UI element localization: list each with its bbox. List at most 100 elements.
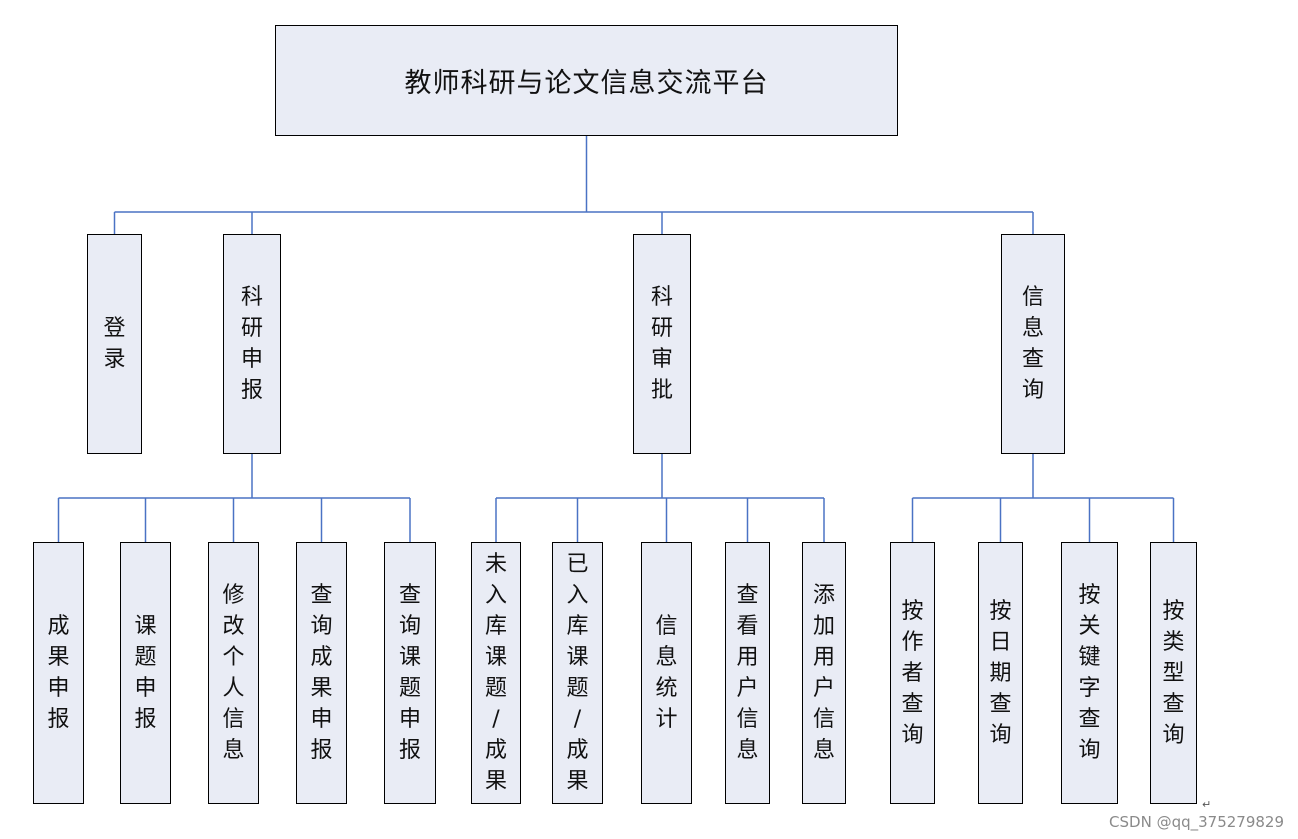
label-char: 改 (222, 614, 245, 639)
label-char: 看 (736, 614, 759, 639)
label-char: 加 (812, 614, 835, 639)
label-char: 课 (134, 614, 157, 639)
label-char: 息 (222, 738, 245, 763)
label-char: 申 (47, 676, 70, 701)
label-char: 询 (310, 614, 333, 639)
node-by-author: 按作者查询 (890, 542, 935, 804)
label-char: 期 (989, 660, 1012, 686)
label-char: 课 (398, 645, 421, 670)
label-char: 课 (566, 645, 589, 670)
label-char: 课 (484, 645, 507, 670)
label-char: 成 (47, 614, 70, 639)
node-add-users: 添加用户信息 (802, 542, 846, 804)
node-result-apply-label: 成果申报 (47, 611, 69, 735)
node-query-topic-apply-label: 查询课题申报 (399, 580, 421, 766)
node-by-date-label: 按日期查询 (989, 596, 1011, 751)
label-char: 查 (736, 583, 759, 608)
node-query-topic-apply: 查询课题申报 (384, 542, 436, 804)
label-char: 用 (736, 645, 759, 670)
label-char: 查 (310, 583, 333, 608)
node-edit-profile: 修改个人信息 (208, 542, 259, 804)
label-char: 添 (812, 583, 835, 608)
label-char: 入 (566, 583, 589, 608)
label-char: 息 (655, 645, 678, 670)
label-char: 题 (134, 645, 157, 670)
node-research-approve: 科研审批 (633, 234, 691, 454)
label-char: 报 (47, 707, 70, 732)
label-char: 题 (484, 676, 507, 701)
label-char: 果 (566, 769, 589, 794)
label-char: 询 (1078, 738, 1101, 763)
node-by-date: 按日期查询 (978, 542, 1023, 804)
label-char: / (492, 707, 500, 732)
node-topic-apply-label: 课题申报 (134, 611, 156, 735)
label-char: 类 (1162, 629, 1185, 655)
label-char: 成 (566, 738, 589, 763)
label-char: 息 (812, 738, 835, 763)
node-info-query: 信息查询 (1001, 234, 1065, 454)
label-char: 按 (989, 598, 1012, 624)
label-char: 研 (240, 316, 263, 341)
label-char: 审 (650, 347, 673, 372)
node-by-keyword: 按关键字查询 (1061, 542, 1118, 804)
node-view-users-label: 查看用户信息 (736, 580, 758, 766)
label-char: 果 (310, 676, 333, 701)
label-char: 果 (47, 645, 70, 670)
label-char: 成 (310, 645, 333, 670)
label-char: 申 (310, 707, 333, 732)
label-char: 题 (398, 676, 421, 701)
label-char: 科 (240, 285, 263, 310)
node-login: 登录 (87, 234, 142, 454)
label-char: 信 (812, 707, 835, 732)
label-char: 申 (134, 676, 157, 701)
node-query-result-apply-label: 查询成果申报 (310, 580, 332, 766)
label-char: 关 (1078, 614, 1101, 639)
label-char: 未 (484, 552, 507, 577)
label-char: 批 (650, 378, 673, 403)
label-char: 询 (1021, 378, 1044, 403)
label-char: 信 (1021, 285, 1044, 310)
node-view-users: 查看用户信息 (725, 542, 770, 804)
node-stored: 已入库课题/成果 (552, 542, 603, 804)
node-research-apply: 科研申报 (223, 234, 281, 454)
label-char: 申 (240, 347, 263, 372)
label-char: 户 (812, 676, 835, 701)
label-char: 询 (901, 722, 924, 748)
label-char: 计 (655, 707, 678, 732)
label-char: 报 (310, 738, 333, 763)
node-login-label: 登录 (103, 313, 125, 375)
watermark: CSDN @qq_375279829 (1109, 813, 1284, 831)
label-char: 按 (1078, 583, 1101, 608)
root-label: 教师科研与论文信息交流平台 (404, 68, 769, 99)
label-char: 报 (240, 378, 263, 403)
node-edit-profile-label: 修改个人信息 (222, 580, 244, 766)
label-char: 录 (103, 347, 126, 372)
label-char: 询 (1162, 722, 1185, 748)
node-statistics-label: 信息统计 (655, 611, 677, 735)
node-info-query-label: 信息查询 (1022, 282, 1044, 406)
label-char: 息 (1021, 316, 1044, 341)
node-research-approve-label: 科研审批 (651, 282, 673, 406)
label-char: 申 (398, 707, 421, 732)
label-char: 科 (650, 285, 673, 310)
node-query-result-apply: 查询成果申报 (296, 542, 347, 804)
label-char: 询 (989, 722, 1012, 748)
node-research-apply-label: 科研申报 (241, 282, 263, 406)
label-char: 统 (655, 676, 678, 701)
label-char: 键 (1078, 645, 1101, 670)
node-unstored-label: 未入库课题/成果 (485, 549, 507, 797)
node-by-author-label: 按作者查询 (901, 596, 923, 751)
label-char: 个 (222, 645, 245, 670)
node-by-type-label: 按类型查询 (1162, 596, 1184, 751)
label-char: 研 (650, 316, 673, 341)
node-by-type: 按类型查询 (1150, 542, 1197, 804)
label-char: 查 (1078, 707, 1101, 732)
label-char: / (573, 707, 582, 732)
node-statistics: 信息统计 (641, 542, 692, 804)
label-char: 型 (1162, 660, 1185, 686)
label-char: 查 (1162, 691, 1185, 717)
label-char: 作 (901, 629, 924, 655)
node-result-apply: 成果申报 (33, 542, 84, 804)
label-char: 报 (398, 738, 421, 763)
